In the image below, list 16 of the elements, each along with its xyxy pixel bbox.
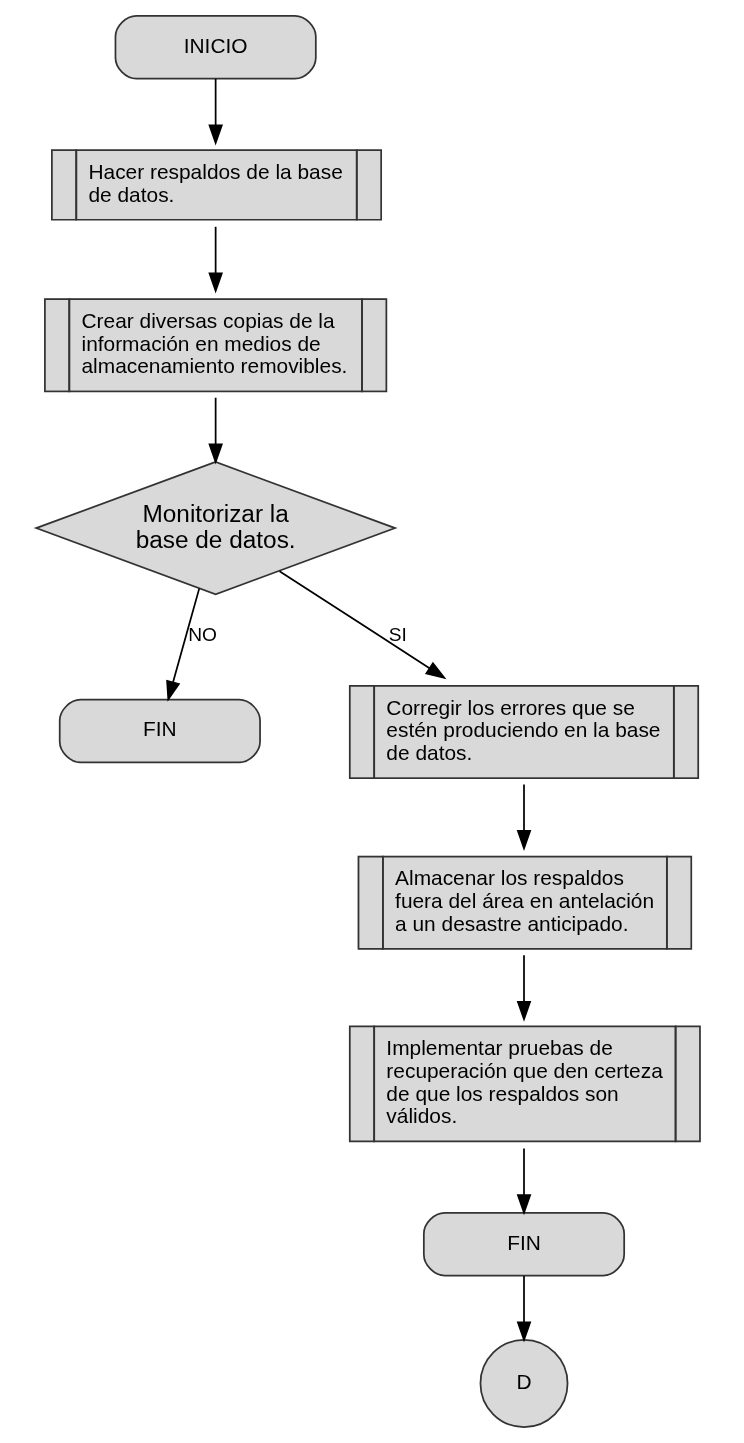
arrow bbox=[208, 77, 223, 146]
arrow bbox=[516, 1147, 532, 1216]
arrow bbox=[208, 225, 223, 294]
arrow bbox=[516, 1275, 532, 1343]
node-circle: D bbox=[479, 1339, 569, 1428]
arrow bbox=[166, 587, 201, 702]
edge-label: NO bbox=[188, 624, 217, 646]
node-box: INICIO bbox=[114, 15, 317, 80]
node-box: FIN bbox=[422, 1211, 626, 1277]
edge-label: SI bbox=[388, 624, 407, 646]
node-diamond: Monitorizar la base de datos. bbox=[33, 461, 398, 596]
node-box: FIN bbox=[58, 698, 261, 764]
arrow bbox=[516, 783, 532, 852]
arrow bbox=[208, 396, 223, 465]
arrow bbox=[278, 570, 447, 680]
arrow bbox=[516, 954, 532, 1022]
